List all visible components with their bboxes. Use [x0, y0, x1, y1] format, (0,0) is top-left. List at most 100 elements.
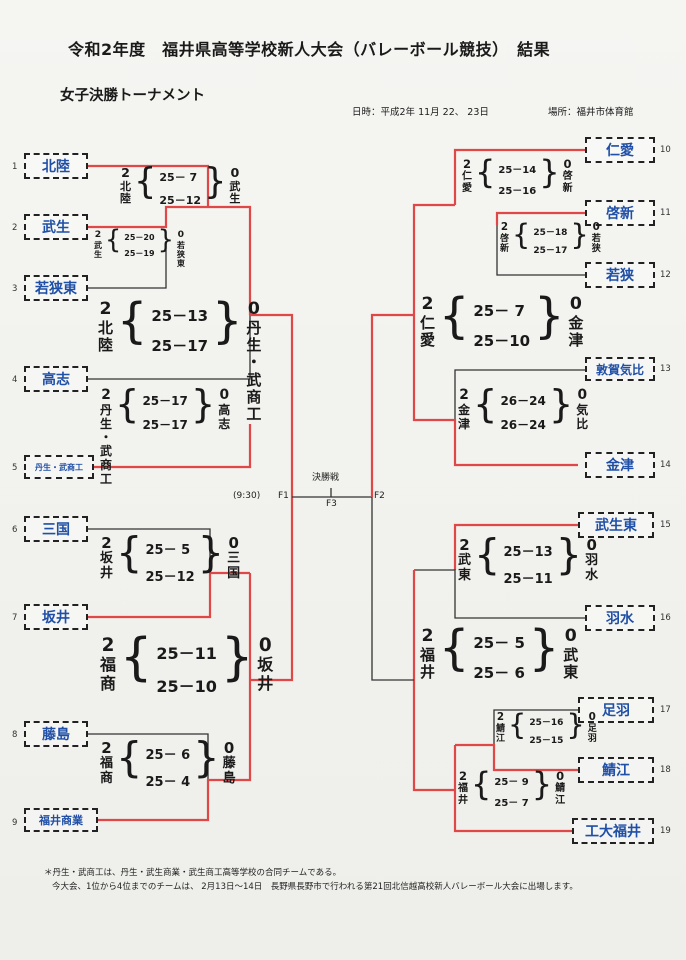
set-score: 25－ 5: [473, 633, 525, 652]
bracket-line: [455, 743, 578, 772]
bracket-line: [250, 313, 294, 497]
bracket-line: [88, 315, 251, 380]
team-number: 12: [660, 270, 671, 280]
team-number: 16: [660, 613, 671, 623]
event-date: 日時：平成2年 11月 22、 23日: [352, 107, 489, 118]
set-score: 25－11: [156, 643, 217, 663]
bracket-line: [370, 313, 414, 497]
set-score: 25－16: [498, 186, 537, 197]
team-box: 北陸: [24, 153, 88, 179]
left-brace: {: [475, 153, 496, 191]
bracket-line: [412, 315, 578, 467]
set-score: 25－10: [473, 331, 531, 350]
set-score: 25－ 7: [494, 798, 529, 809]
right-brace: }: [204, 160, 227, 202]
left-brace: {: [134, 160, 157, 202]
bracket-line: [454, 369, 585, 420]
team-box: 足羽: [578, 697, 654, 723]
set-score: 25－20: [124, 233, 155, 243]
team-box: 敦賀気比: [585, 357, 655, 381]
right-brace: }: [211, 293, 243, 349]
right-brace: }: [570, 217, 589, 252]
team-number: 5: [12, 463, 18, 473]
set-score: 25－10: [156, 677, 217, 697]
left-brace: {: [473, 381, 498, 427]
left-brace: {: [105, 225, 122, 256]
bracket-line: [371, 497, 414, 681]
bracket-line: [88, 205, 208, 229]
team-box: 丹生・武商工: [24, 455, 94, 479]
right-brace: }: [220, 626, 254, 687]
bracket-line: [453, 523, 578, 570]
team-number: 13: [660, 364, 671, 374]
set-score: 25－ 5: [145, 542, 191, 558]
left-brace: {: [119, 626, 153, 687]
team-box: 啓新: [585, 200, 655, 226]
left-brace: {: [508, 707, 527, 742]
set-score: 25－17: [151, 336, 209, 355]
team-box: 金津: [585, 452, 655, 478]
bracket-line: [412, 203, 455, 315]
right-brace: }: [531, 765, 553, 803]
bracket-line: [414, 569, 585, 619]
right-brace: }: [193, 733, 220, 783]
bracket-line: [88, 733, 209, 780]
note-line-1: ＊丹生・武商工は、丹生・武生商業・武生商工高等学校の合同チームである。: [44, 868, 342, 878]
bracket-line: [496, 225, 585, 276]
page-subtitle: 女子決勝トーナメント: [60, 88, 205, 104]
set-scores: 25－ 7 25－10: [473, 295, 530, 351]
set-score: 26－24: [500, 393, 546, 408]
team-number: 18: [660, 765, 671, 775]
bracket-line: [88, 164, 210, 207]
team-number: 17: [660, 705, 671, 715]
right-brace: }: [539, 153, 560, 191]
team-number: 3: [12, 284, 18, 294]
set-score: 25－ 7: [473, 301, 525, 320]
set-score: 25－ 9: [494, 777, 529, 788]
team-number: 8: [12, 730, 18, 740]
bracket-line: [453, 745, 572, 833]
team-number: 2: [12, 223, 18, 233]
note-line-2: 今大会、1位から4位までのチームは、 2月13日～14日 長野県長野市で行われる…: [52, 882, 578, 892]
page-title: 令和2年度 福井県高等学校新人大会（バレーボール競技） 結果: [68, 40, 551, 59]
bracket-line: [94, 424, 252, 469]
right-brace: }: [555, 530, 583, 580]
set-score: 25－14: [498, 165, 537, 176]
team-box: 仁愛: [585, 137, 655, 163]
team-box: 福井商業: [24, 808, 98, 832]
bracket-line: [493, 709, 578, 745]
